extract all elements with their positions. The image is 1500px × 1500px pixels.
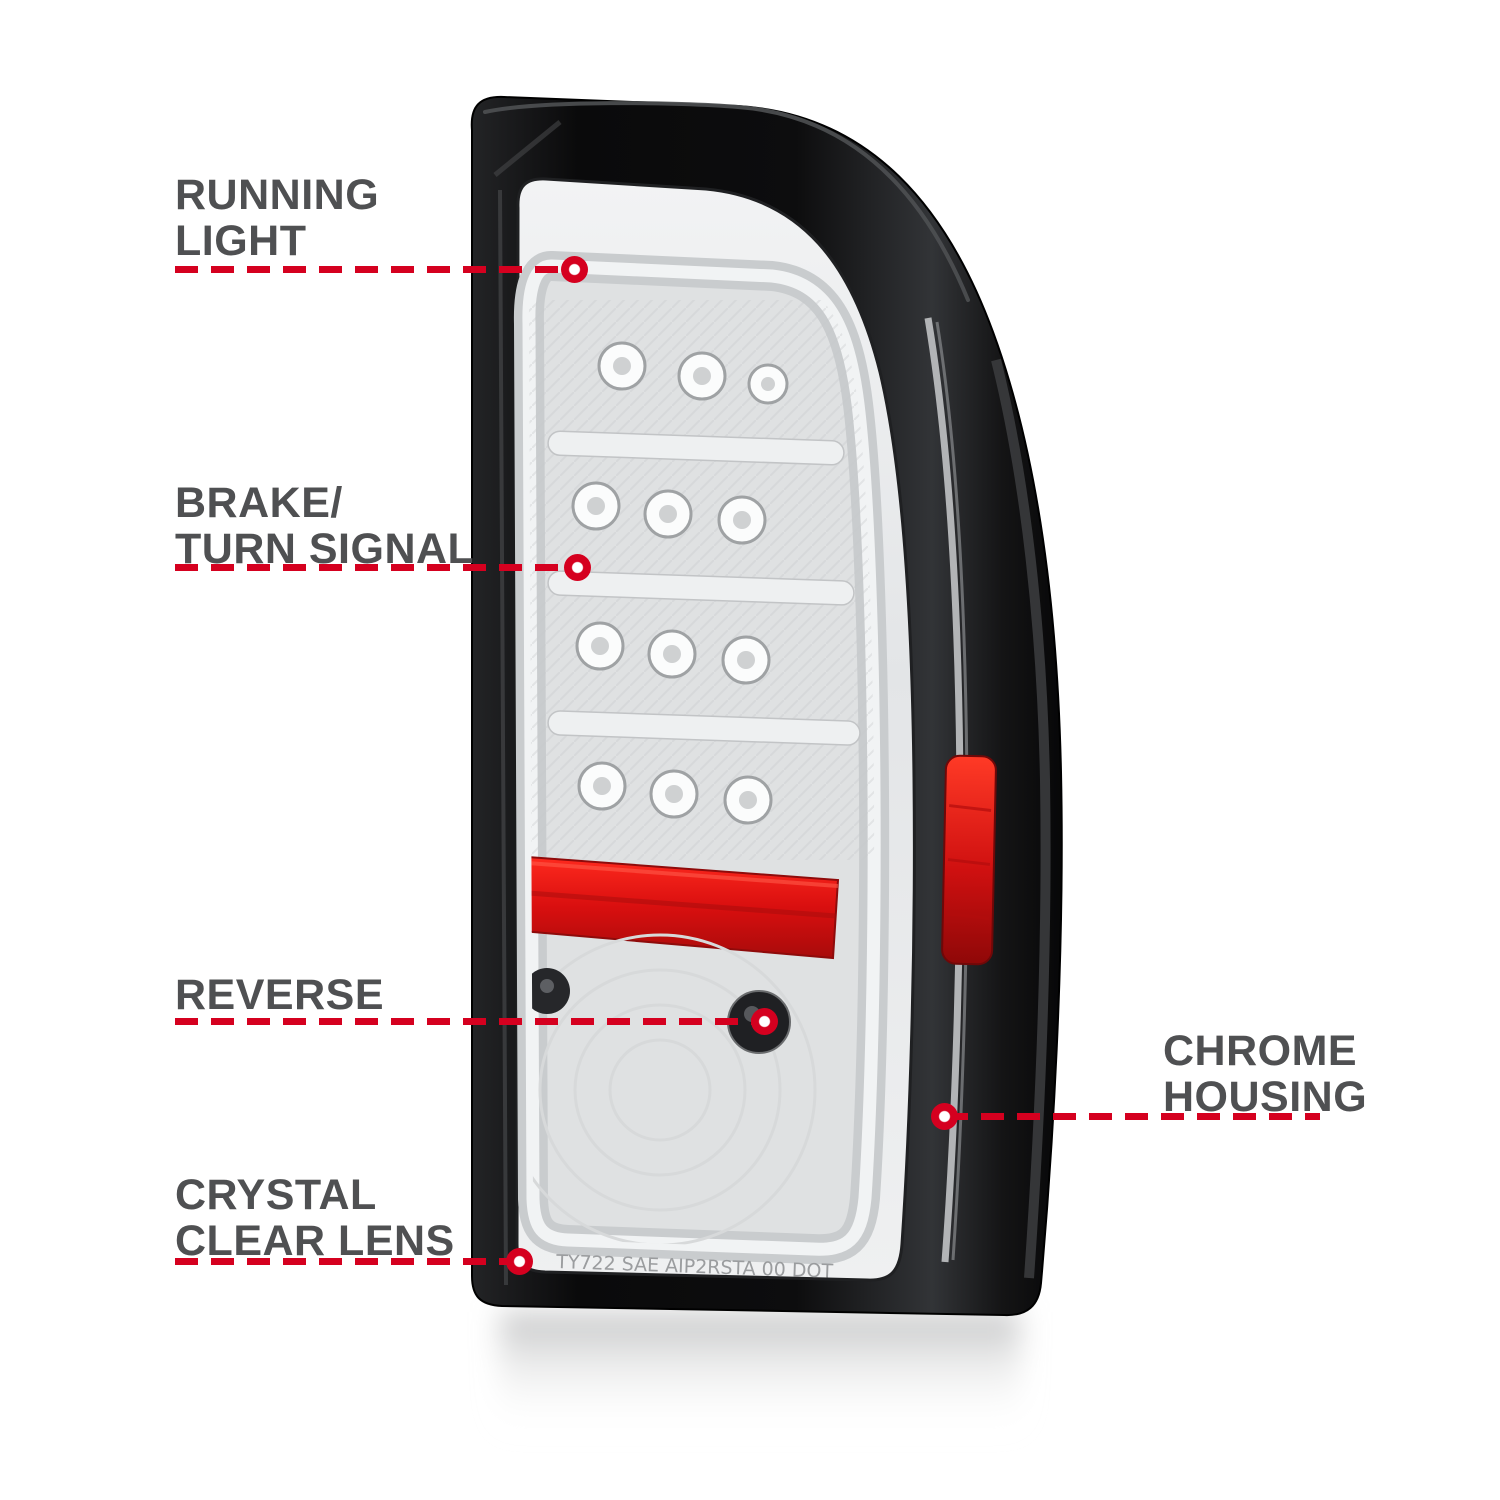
housing-right-highlight: [991, 358, 1051, 1279]
leader-dot-brake-turn-signal: [564, 554, 591, 581]
callout-text: REVERSE: [175, 971, 385, 1019]
callout-label-brake-turn-signal: BRAKE/ TURN SIGNAL: [175, 480, 474, 572]
leader-dot-running-light: [561, 256, 588, 283]
callout-label-chrome-housing: CHROME HOUSING: [1163, 1028, 1367, 1120]
led-divider-bars: [547, 430, 861, 746]
lamp-shadow: [500, 1312, 1020, 1432]
leader-dot-reverse: [751, 1008, 778, 1035]
callout-label-running-light: RUNNING LIGHT: [175, 172, 379, 264]
callout-text: CHROME: [1163, 1027, 1358, 1075]
leader-line-brake-turn-signal: [175, 564, 578, 571]
callout-text: CRYSTAL: [175, 1171, 377, 1219]
callout-text: RUNNING: [175, 171, 380, 219]
red-reflector-strip: [528, 854, 840, 960]
callout-text: BRAKE/: [175, 479, 343, 527]
leader-line-crystal-clear-lens: [175, 1258, 520, 1265]
callout-label-reverse: REVERSE: [175, 972, 384, 1018]
callout-label-crystal-clear-lens: CRYSTAL CLEAR LENS: [175, 1172, 455, 1264]
leader-dot-chrome-housing: [931, 1103, 958, 1130]
leader-line-reverse: [175, 1018, 765, 1025]
leader-line-running-light: [175, 266, 575, 273]
lens-texture: [528, 300, 875, 1247]
leader-line-chrome-housing: [945, 1113, 1320, 1120]
callout-text: CLEAR LENS: [175, 1217, 455, 1265]
housing-top-highlight: [483, 101, 970, 302]
callout-text: HOUSING: [1163, 1073, 1368, 1121]
callout-text: LIGHT: [175, 217, 307, 265]
housing-corner-gloss: [493, 120, 562, 177]
leader-dot-crystal-clear-lens: [506, 1248, 533, 1275]
side-red-reflector: [941, 754, 997, 966]
led-bulb-centers: [587, 357, 775, 809]
housing-left-highlight: [498, 189, 508, 1286]
